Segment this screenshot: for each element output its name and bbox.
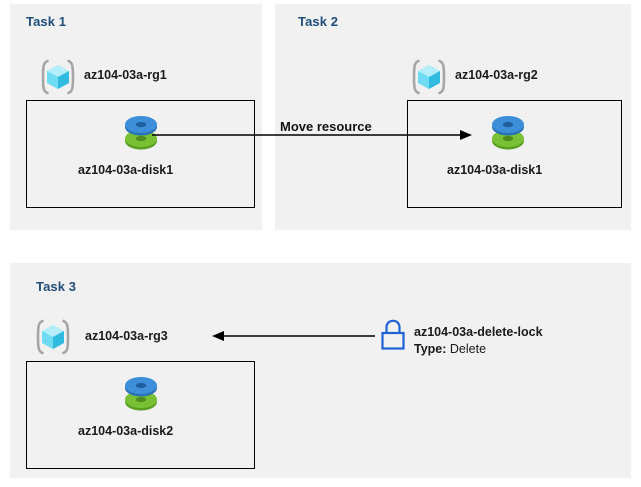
managed-disk-icon (123, 374, 159, 414)
move-resource-label: Move resource (280, 119, 372, 134)
resource-group-label-task-3: az104-03a-rg3 (85, 329, 168, 343)
resource-label-task-2: az104-03a-disk1 (447, 163, 543, 177)
lock-type-key: Type: (414, 342, 447, 356)
panel-title-task-2: Task 2 (298, 14, 339, 29)
lock-type-label: Type: Delete (414, 342, 486, 356)
resource-group-label-task-2: az104-03a-rg2 (455, 68, 538, 82)
move-resource-arrow (152, 130, 472, 140)
panel-title-task-3: Task 3 (36, 279, 77, 294)
panel-task-3 (10, 263, 631, 478)
resource-box-task-3 (26, 361, 255, 469)
resource-label-task-3: az104-03a-disk2 (78, 424, 174, 438)
resource-group-icon (38, 57, 78, 97)
managed-disk-icon (490, 113, 526, 153)
resource-group-icon (33, 317, 73, 357)
resource-group-label-task-1: az104-03a-rg1 (84, 68, 167, 82)
resource-group-icon (409, 57, 449, 97)
managed-disk-icon (123, 113, 159, 153)
padlock-icon (378, 318, 408, 354)
lock-name-label: az104-03a-delete-lock (414, 325, 543, 339)
lock-type-value: Delete (449, 342, 487, 356)
lock-applies-to-arrow (212, 331, 375, 341)
resource-label-task-1: az104-03a-disk1 (78, 163, 174, 177)
panel-task-2 (275, 4, 631, 230)
resource-box-task-1 (26, 100, 255, 208)
resource-box-task-2 (407, 100, 622, 208)
panel-title-task-1: Task 1 (26, 14, 67, 29)
